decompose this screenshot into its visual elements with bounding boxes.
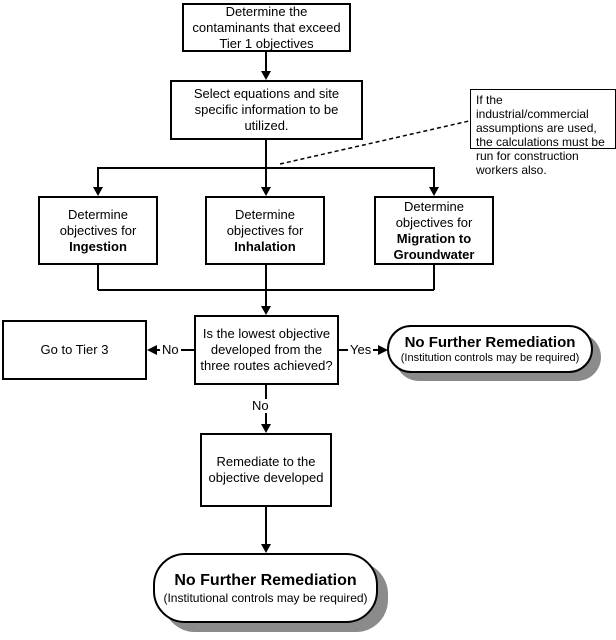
node-remediate: Remediate to the objective developed [200,433,332,507]
terminal-no-further-bottom: No Further Remediation (Institutional co… [153,553,378,623]
arrowhead-into-terminal-right [378,345,388,355]
node-contaminants-label: Determine the contaminants that exceed T… [192,3,341,51]
node-ingestion: Determine objectives for Ingestion [38,196,158,265]
node-tier3-label: Go to Tier 3 [40,342,109,357]
annotation-note: If the industrial/commercial assumptions… [470,89,616,177]
node-select-equations-label: Select equations and site specific infor… [193,86,340,133]
arrowhead-into-terminal-bottom [261,544,271,553]
terminal-no-further-right: No Further Remediation (Institution cont… [387,325,593,373]
node-contaminants: Determine the contaminants that exceed T… [182,3,351,52]
arrowhead-into-inhalation [261,187,271,196]
node-decision-label: Is the lowest objective developed from t… [200,326,333,373]
edge-label-no-left: No [160,342,181,357]
terminal-bottom-title: No Further Remediation [174,571,357,589]
node-ingestion-route: Ingestion [69,238,127,254]
node-migration-label: Determine objectives for [395,198,473,230]
edge-label-yes: Yes [348,342,374,357]
node-remediate-label: Remediate to the objective developed [208,454,324,485]
arrowhead-into-decision [261,306,271,315]
node-migration-route: Migration to Groundwater [393,230,475,262]
arrowhead-into-remediate [261,424,271,433]
node-decision: Is the lowest objective developed from t… [194,315,339,385]
arrowhead-into-tier3 [147,345,157,355]
arrowhead-into-migration [429,187,439,196]
annotation-note-label: If the industrial/commercial assumptions… [476,93,605,177]
node-select-equations: Select equations and site specific infor… [170,80,363,140]
terminal-right-title: No Further Remediation [404,333,576,351]
node-ingestion-label: Determine objectives for [59,206,137,238]
node-inhalation-route: Inhalation [234,238,296,254]
node-migration: Determine objectives for Migration to Gr… [374,196,494,265]
edge-label-no-down: No [250,398,271,413]
node-inhalation-label: Determine objectives for [226,206,304,238]
arrowhead-into-ingestion [93,187,103,196]
arrowhead-into-select [261,71,271,80]
node-inhalation: Determine objectives for Inhalation [205,196,325,265]
terminal-right-subtitle: (Institution controls may be required) [400,351,580,364]
dashed-callout-line [279,120,470,165]
terminal-bottom-subtitle: (Institutional controls may be required) [163,590,368,605]
node-tier3: Go to Tier 3 [2,320,147,380]
